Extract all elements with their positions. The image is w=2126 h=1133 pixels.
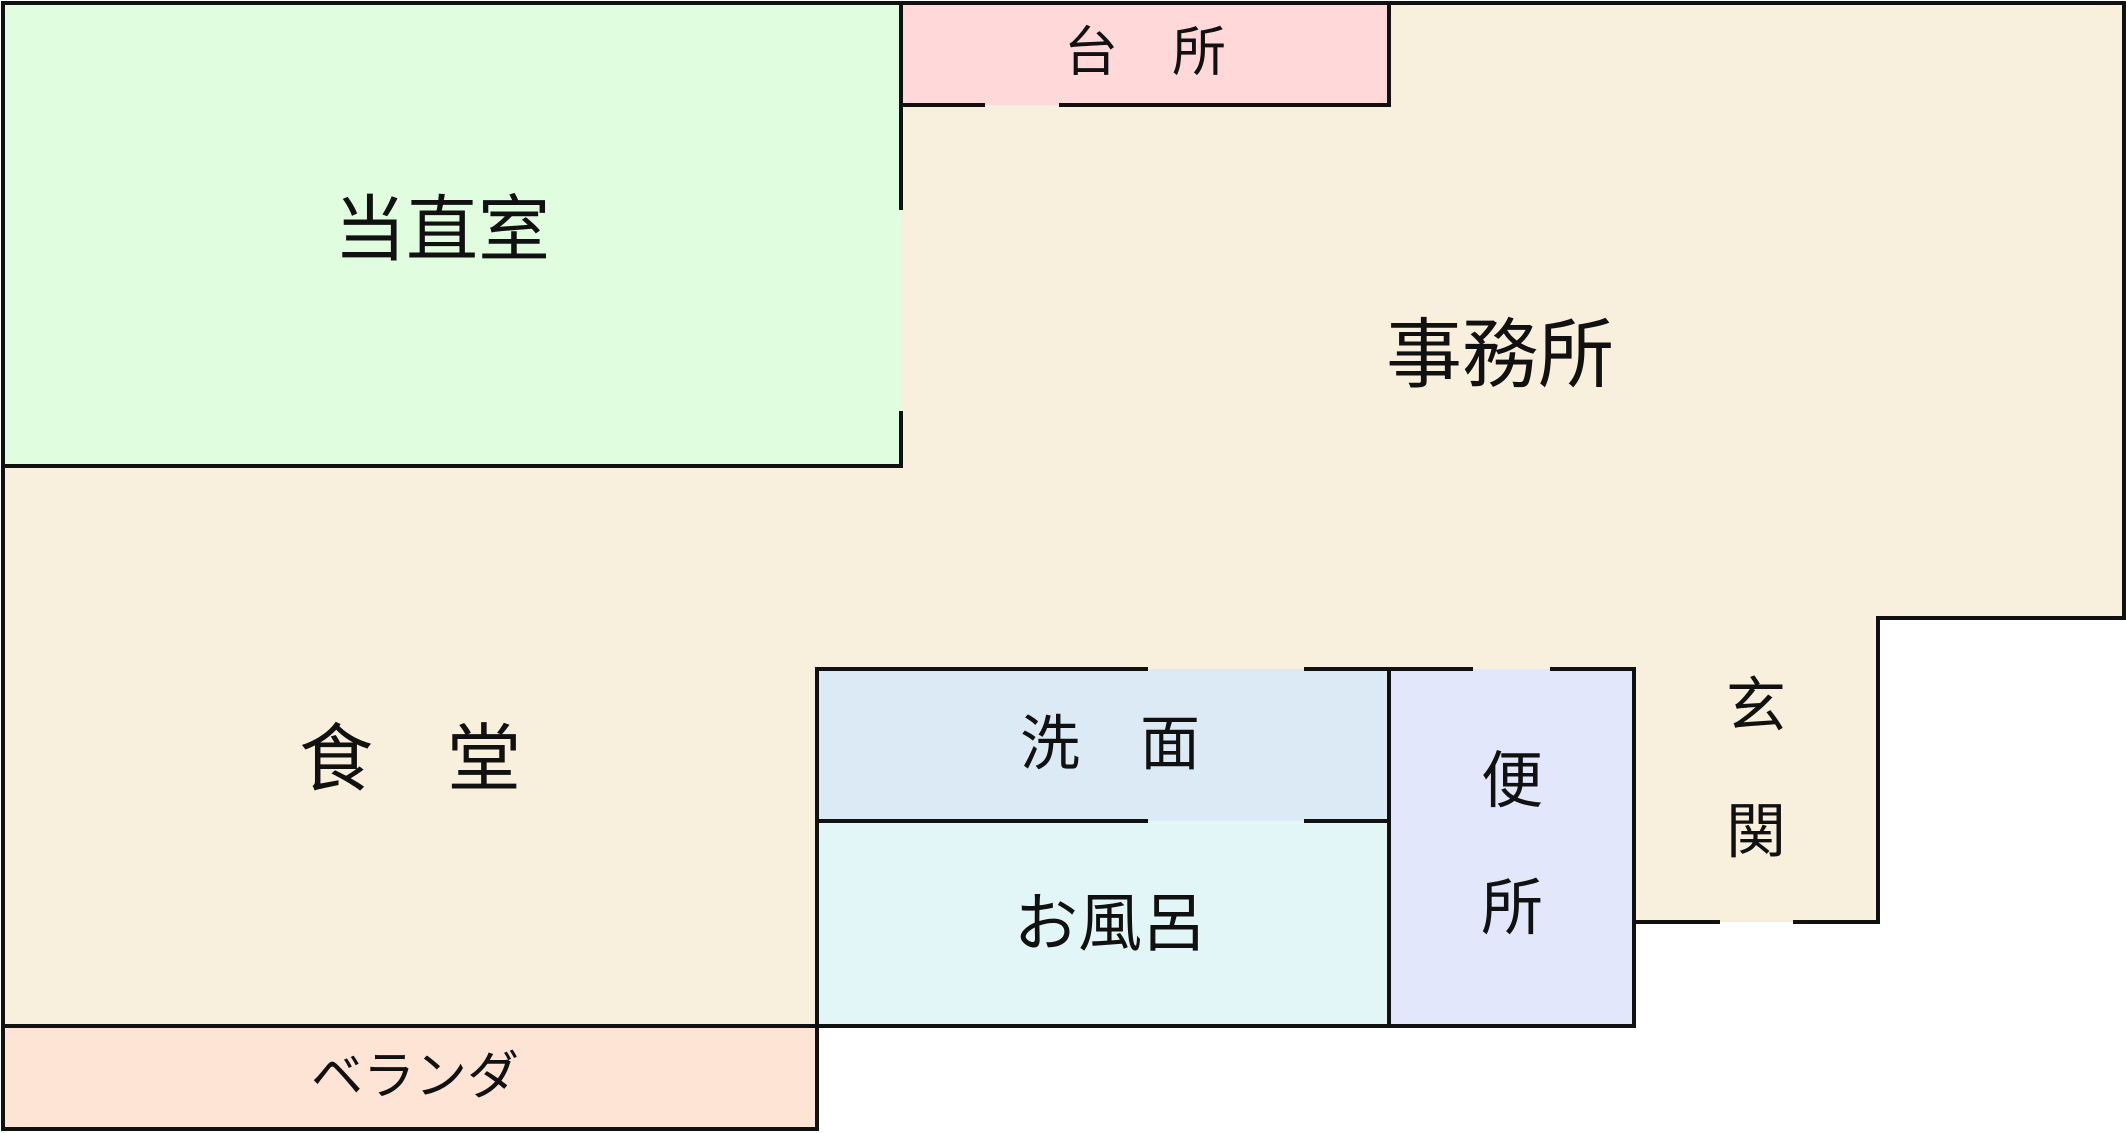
entrance-label-bottom: 関: [1726, 798, 1786, 868]
office-label: 事務所: [1386, 310, 1614, 399]
bath-label: お風呂: [1014, 888, 1206, 962]
bath-area: [817, 821, 1389, 1026]
toilet-label-bottom: 所: [1481, 871, 1543, 944]
duty-room-label: 当直室: [334, 188, 550, 272]
kitchen-area: [901, 3, 1389, 105]
veranda-label: ベランダ: [311, 1047, 519, 1107]
veranda-area: [3, 1026, 817, 1129]
entrance-label-top: 玄: [1726, 672, 1786, 742]
toilet-area: [1389, 669, 1634, 1026]
washroom-area: [817, 669, 1389, 821]
dining-label: 食 堂: [299, 717, 521, 803]
duty-room-area: [3, 3, 901, 466]
kitchen-label: 台 所: [1064, 21, 1226, 84]
washroom-label: 洗 面: [1020, 710, 1200, 780]
toilet-label-top: 便: [1481, 744, 1543, 817]
